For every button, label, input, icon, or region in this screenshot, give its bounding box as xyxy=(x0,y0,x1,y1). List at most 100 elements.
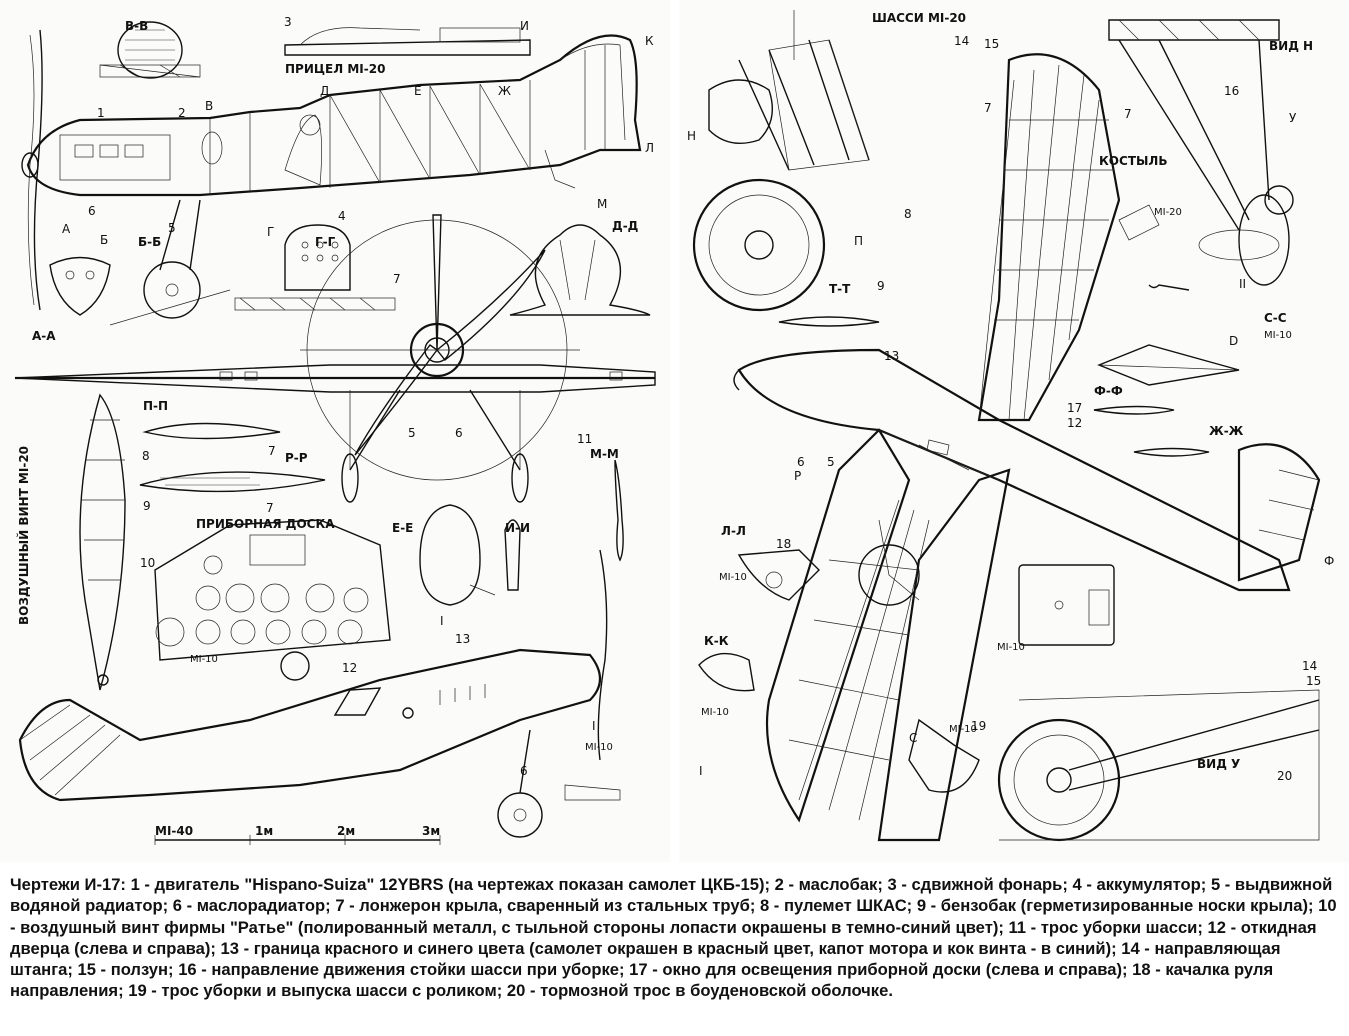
scale-bar xyxy=(154,835,441,845)
label-num-14: 14 xyxy=(1302,659,1317,673)
drawing-caption: Чертежи И-17: 1 - двигатель "Hispano-Sui… xyxy=(10,875,1337,1001)
label-view-u: ВИД У xyxy=(1197,757,1240,771)
label-num-17: 17 xyxy=(1067,401,1082,415)
label-box-scale: МI-10 xyxy=(997,642,1025,653)
label-num-6-bottom: 6 xyxy=(520,764,528,778)
label-num-7-rr: 7 xyxy=(266,501,274,515)
scale-bar-label: МI-40 xyxy=(155,824,193,838)
section-rr xyxy=(139,471,326,493)
label-dd: Д-Д xyxy=(612,219,638,233)
section-ll xyxy=(737,549,820,601)
section-ff xyxy=(1093,405,1175,415)
section-kk xyxy=(698,652,755,692)
label-num-3: 3 xyxy=(284,15,292,29)
label-letter-m: М xyxy=(597,197,607,211)
section-mm xyxy=(614,459,624,562)
label-rr: Р-Р xyxy=(285,451,308,465)
label-bb: Б-Б xyxy=(138,235,161,249)
label-roman-ii: II xyxy=(1239,277,1246,291)
label-num-7-wing: 7 xyxy=(984,101,992,115)
label-ii: И-И xyxy=(505,521,530,535)
section-zhzh xyxy=(1133,447,1210,457)
label-num-6-top: 6 xyxy=(88,204,96,218)
section-ii xyxy=(504,519,521,591)
scale-bar-tick-2: 2м xyxy=(337,824,355,838)
side-view-fuselage xyxy=(21,29,642,326)
plan-view-aircraft xyxy=(733,53,1321,842)
label-num-18: 18 xyxy=(776,537,791,551)
label-num-8: 8 xyxy=(904,207,912,221)
label-ff: Ф-Ф xyxy=(1094,384,1123,398)
label-letter-i: И xyxy=(520,19,529,33)
label-num-13: 13 xyxy=(884,349,899,363)
label-num-8: 8 xyxy=(142,449,150,463)
label-num-7-gg: 7 xyxy=(393,272,401,286)
label-num-20: 20 xyxy=(1277,769,1292,783)
label-roman-i: I xyxy=(699,764,703,778)
section-ee xyxy=(419,504,496,606)
label-ll: Л-Л xyxy=(721,524,746,538)
label-view-n: ВИД Н xyxy=(1269,39,1313,53)
label-letter-k: К xyxy=(645,34,654,48)
section-tt xyxy=(778,316,880,327)
label-letter-f: Ф xyxy=(1324,554,1334,568)
label-panel-scale: МI-10 xyxy=(190,654,218,665)
sight-drawing xyxy=(284,27,531,56)
label-letter-r: Р xyxy=(794,469,801,483)
label-i-scale: МI-10 xyxy=(585,742,613,753)
section-ss xyxy=(1097,344,1240,386)
label-num-12: 12 xyxy=(342,661,357,675)
left-drawing-sheet: В-В ПРИЦЕЛ МI-20 3 И К Д Е Ж Л В 2 1 4 6… xyxy=(0,0,670,862)
main-gear xyxy=(692,10,870,312)
label-tt: Т-Т xyxy=(829,282,851,296)
label-panel-line: ПРИБОРНАЯ ДОСКА xyxy=(196,517,335,531)
front-view xyxy=(14,214,656,503)
label-roman-i-b: I xyxy=(592,719,596,733)
propeller-blade xyxy=(79,393,126,691)
label-aa: А-А xyxy=(32,329,56,343)
section-dd xyxy=(509,224,651,316)
label-num-10: 10 xyxy=(140,556,155,570)
label-num-6: 6 xyxy=(797,455,805,469)
section-gg xyxy=(234,224,396,311)
label-ss: С-С xyxy=(1264,311,1287,325)
label-s-scale: МI-10 xyxy=(949,724,977,735)
label-ll-scale: МI-10 xyxy=(719,572,747,583)
label-ss-scale: МI-10 xyxy=(1264,330,1292,341)
label-letter-d: Д xyxy=(320,84,329,98)
label-num-15: 15 xyxy=(1306,674,1321,688)
label-num-4: 4 xyxy=(338,209,346,223)
label-gear-title: ШАССИ МI-20 xyxy=(872,11,966,25)
label-letter-zh: Ж xyxy=(498,84,511,98)
label-num-1: 1 xyxy=(97,106,105,120)
label-num-9: 9 xyxy=(877,279,885,293)
label-gg: Г-Г xyxy=(315,235,336,249)
label-letter-b: Б xyxy=(100,233,108,247)
label-zhzh: Ж-Ж xyxy=(1209,424,1244,438)
label-sight: ПРИЦЕЛ МI-20 xyxy=(285,62,385,76)
scale-bar-tick-1: 1м xyxy=(255,824,273,838)
detail-s xyxy=(908,718,980,793)
label-tailwheel-scale: МI-20 xyxy=(1154,207,1182,218)
label-num-5-top: 5 xyxy=(168,221,176,235)
side-view-ckb15 xyxy=(18,549,621,838)
right-drawing-sheet: ШАССИ МI-20 КОСТЫЛЬ МI-20 ВИД Н У ВИД У … xyxy=(679,0,1349,862)
sheet-divider xyxy=(672,0,677,862)
section-pp xyxy=(142,422,281,440)
left-drawing-svg: В-В ПРИЦЕЛ МI-20 3 И К Д Е Ж Л В 2 1 4 6… xyxy=(14,15,656,845)
right-drawing-svg: ШАССИ МI-20 КОСТЫЛЬ МI-20 ВИД Н У ВИД У … xyxy=(687,10,1334,842)
label-mm: М-М xyxy=(590,447,619,461)
label-letter-d: D xyxy=(1229,334,1238,348)
instrument-panel xyxy=(154,519,391,681)
label-letter-s: С xyxy=(909,731,917,745)
label-num-9: 9 xyxy=(143,499,151,513)
label-num-14-top: 14 xyxy=(954,34,969,48)
tail-wheel xyxy=(1108,19,1294,291)
label-letter-l: Л xyxy=(645,141,654,155)
label-roman-i: I xyxy=(440,614,444,628)
label-letter-v: В xyxy=(205,99,213,113)
view-u xyxy=(997,689,1320,842)
label-letter-h: Н xyxy=(687,129,696,143)
label-kk-scale: МI-10 xyxy=(701,707,729,718)
label-num-11: 11 xyxy=(577,432,592,446)
